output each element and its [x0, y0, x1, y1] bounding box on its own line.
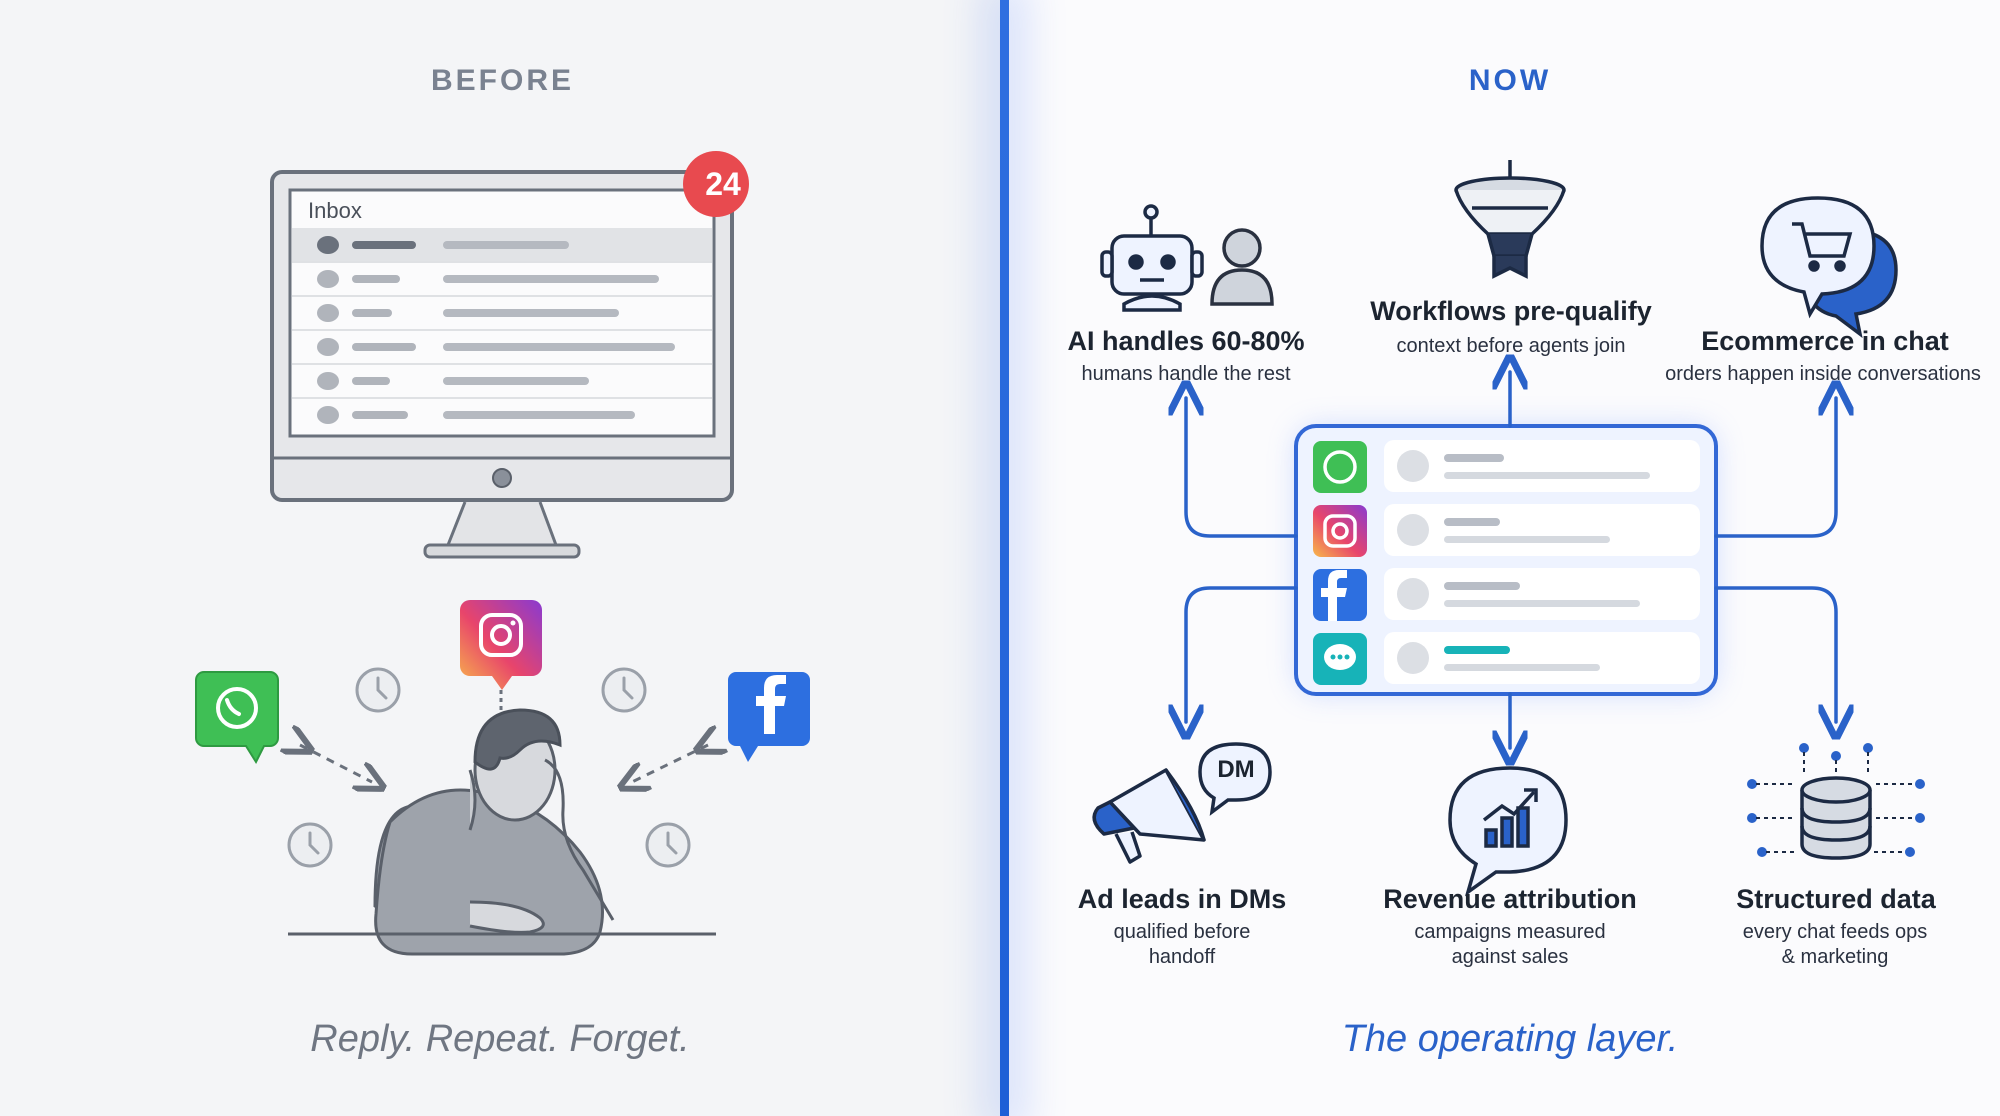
hub-connectors — [1186, 372, 1836, 748]
stressed-person-icon — [373, 708, 615, 956]
dm-label: DM — [1217, 756, 1255, 783]
unified-inbox-hub — [1294, 424, 1718, 696]
feature-subtitle-ecommerce: orders happen inside conversations — [1665, 363, 1981, 385]
now-heading: NOW — [1468, 64, 1552, 97]
feature-title-revenue: Revenue attribution — [1383, 884, 1637, 914]
ecommerce-chat-icon — [1760, 196, 1898, 339]
before-tagline: Reply. Repeat. Forget. — [310, 1018, 690, 1060]
feature-subtitle-ad-leads: qualified before handoff — [1113, 921, 1251, 968]
feature-title-workflows: Workflows pre-qualify — [1370, 296, 1652, 326]
megaphone-icon — [1092, 768, 1206, 864]
feature-title-ecommerce: Ecommerce in chat — [1701, 326, 1949, 356]
before-heading: BEFORE — [430, 64, 574, 97]
feature-subtitle-ai: humans handle the rest — [1081, 363, 1291, 385]
funnel-icon — [1454, 160, 1566, 279]
database-icon — [1747, 743, 1925, 860]
feature-subtitle-workflows: context before agents join — [1396, 335, 1626, 357]
whatsapp-icon — [195, 671, 279, 765]
feature-title-structured-data: Structured data — [1736, 884, 1936, 914]
instagram-icon — [460, 600, 542, 690]
human-agent-icon — [1210, 228, 1274, 306]
dm-bubble-icon — [1198, 742, 1272, 816]
revenue-chart-icon — [1448, 766, 1568, 897]
now-tagline: The operating layer. — [1341, 1018, 1679, 1060]
feature-title-ad-leads: Ad leads in DMs — [1077, 884, 1287, 914]
distraction-arrows — [300, 690, 708, 782]
monitor-icon — [270, 170, 734, 559]
feature-title-ai: AI handles 60-80% — [1067, 326, 1305, 356]
unread-count: 24 — [705, 166, 741, 202]
facebook-icon — [728, 672, 810, 762]
panel-divider — [1000, 0, 1009, 1116]
feature-subtitle-structured-data: every chat feeds ops & marketing — [1742, 921, 1928, 968]
robot-icon — [1100, 204, 1204, 312]
clock-icons — [287, 667, 691, 868]
inbox-title: Inbox — [308, 198, 362, 223]
notification-badge — [683, 151, 749, 217]
feature-subtitle-revenue: campaigns measured against sales — [1414, 921, 1606, 968]
